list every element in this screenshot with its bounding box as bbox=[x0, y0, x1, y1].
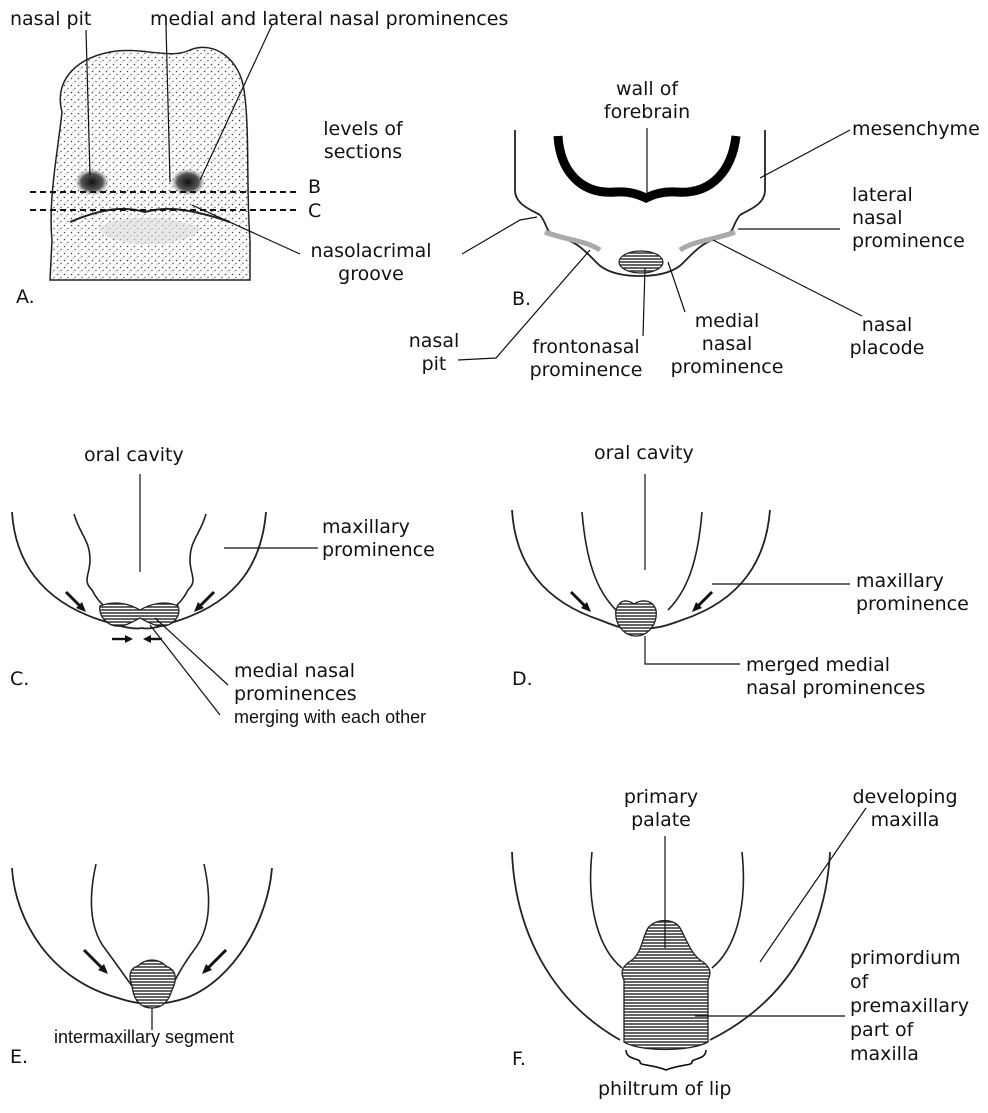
label-maxillary-prominence-d: maxillary prominence bbox=[856, 570, 969, 616]
panel-letter-b: B. bbox=[512, 288, 531, 310]
label-primary-palate: primary palate bbox=[606, 786, 716, 832]
frontonasal-hatch bbox=[619, 251, 663, 273]
panel-e-drawing bbox=[12, 864, 272, 1030]
label-nasal-pit-b: nasal pit bbox=[404, 330, 464, 376]
label-oral-cavity-c: oral cavity bbox=[84, 444, 184, 467]
label-wall-of-forebrain: wall of forebrain bbox=[590, 78, 704, 124]
label-nasal-placode: nasal placode bbox=[842, 314, 932, 360]
label-nasolacrimal-groove: nasolacrimal groove bbox=[300, 240, 442, 286]
label-medial-nasal-prominence-b: medial nasal prominence bbox=[660, 310, 794, 379]
label-medial-lateral-nasal: medial and lateral nasal prominences bbox=[150, 8, 508, 31]
medial-nasal-hatch-c bbox=[100, 603, 179, 626]
label-primordium-premaxillary: primordium of premaxillary part of maxil… bbox=[850, 946, 969, 1066]
label-merging-with-each-other: merging with each other bbox=[234, 706, 426, 729]
label-frontonasal-prominence: frontonasal prominence bbox=[516, 336, 656, 382]
label-maxillary-prominence-c: maxillary prominence bbox=[322, 516, 435, 562]
label-medial-nasal-merging: medial nasal prominences bbox=[234, 660, 357, 706]
label-merged-medial-nasal: merged medial nasal prominences bbox=[746, 654, 925, 700]
label-lateral-nasal-prominence: lateral nasal prominence bbox=[852, 184, 965, 253]
panel-a-drawing bbox=[30, 25, 300, 280]
philtrum-brace bbox=[626, 1050, 706, 1070]
label-level-c: C bbox=[308, 200, 321, 223]
panel-letter-a: A. bbox=[16, 286, 35, 308]
panel-letter-f: F. bbox=[512, 1048, 526, 1070]
label-developing-maxilla: developing maxilla bbox=[832, 786, 978, 832]
merged-hatch-d bbox=[616, 601, 657, 636]
intermaxillary-hatch bbox=[130, 960, 175, 1008]
premaxilla-hatch bbox=[622, 921, 710, 1050]
panel-letter-d: D. bbox=[512, 668, 533, 690]
panel-letter-c: C. bbox=[10, 668, 29, 690]
label-nasal-pit-a: nasal pit bbox=[10, 8, 91, 31]
embryo-face-outline bbox=[50, 47, 250, 280]
panel-letter-e: E. bbox=[10, 1046, 28, 1068]
label-intermaxillary-segment: intermaxillary segment bbox=[54, 1026, 234, 1049]
panel-d-drawing bbox=[512, 474, 850, 664]
label-levels-of-sections: levels of sections bbox=[308, 118, 418, 164]
label-philtrum-of-lip: philtrum of lip bbox=[598, 1078, 731, 1101]
placode-left bbox=[545, 232, 600, 250]
panel-f-drawing bbox=[512, 808, 866, 1070]
label-level-b: B bbox=[308, 176, 321, 199]
label-oral-cavity-d: oral cavity bbox=[594, 442, 694, 465]
label-mesenchyme: mesenchyme bbox=[852, 118, 980, 141]
